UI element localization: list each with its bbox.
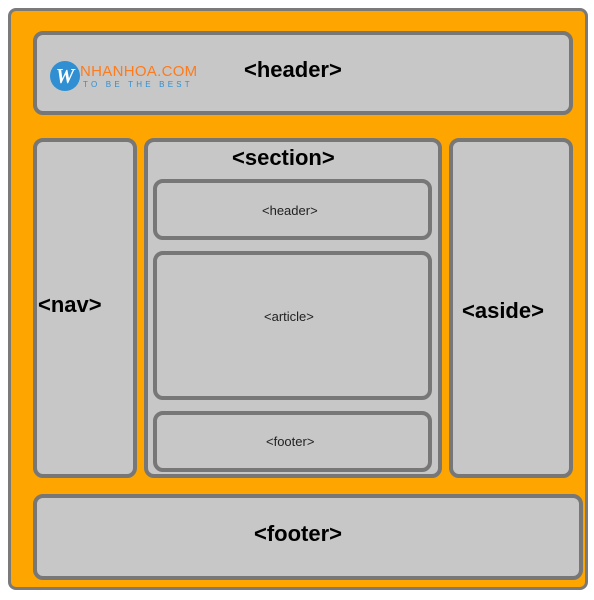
- footer-label: <footer>: [254, 521, 343, 546]
- nav-block: [33, 138, 137, 478]
- logo-name: NHANHOA.COM: [80, 63, 198, 80]
- nav-label: <nav>: [38, 292, 102, 317]
- aside-block: [449, 138, 573, 478]
- logo-tagline: TO BE THE BEST: [83, 80, 193, 89]
- section-label: <section>: [232, 145, 335, 170]
- section-footer-block: [153, 411, 432, 472]
- footer-block: [33, 494, 583, 580]
- article-label: <article>: [264, 309, 314, 324]
- section-footer-label: <footer>: [266, 434, 315, 449]
- nhanhoa-logo: W NHANHOA.COM TO BE THE BEST: [50, 61, 220, 95]
- section-header-block: [153, 179, 432, 240]
- article-block: [153, 251, 432, 400]
- logo-w-icon: W: [50, 61, 80, 91]
- section-header-label: <header>: [262, 203, 318, 218]
- aside-label: <aside>: [462, 298, 544, 323]
- header-label: <header>: [244, 57, 342, 82]
- header-block: [33, 31, 573, 115]
